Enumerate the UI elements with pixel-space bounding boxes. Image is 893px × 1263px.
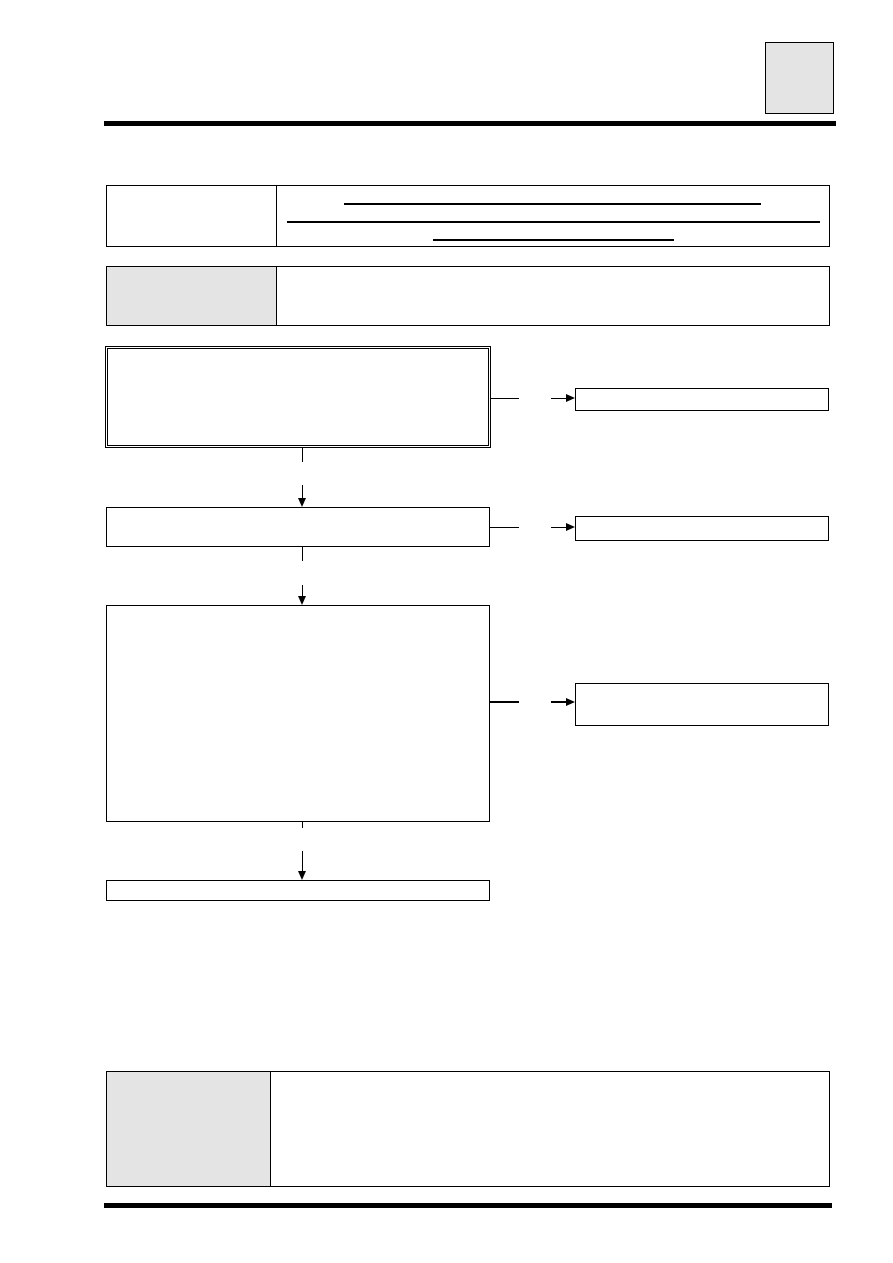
flow-step-1-arrow-right xyxy=(566,394,575,402)
flow-step-2-arrow-shaft xyxy=(551,527,567,528)
notes-text xyxy=(277,267,829,325)
flow-connector-1-bottom xyxy=(302,485,303,500)
symptom-text-line-3 xyxy=(433,225,674,238)
section-tab-box xyxy=(765,42,834,114)
symptom-text-line-2 xyxy=(287,207,820,220)
flow-step-3-box xyxy=(106,605,490,822)
flow-step-2-text xyxy=(107,508,489,516)
symptom-underline-2 xyxy=(287,221,820,223)
flow-connector-3-top xyxy=(302,822,303,828)
symptom-text-line-1 xyxy=(344,189,761,202)
symptom-label xyxy=(107,186,275,246)
flow-final-text xyxy=(107,881,489,887)
flow-step-3-branch-line xyxy=(490,701,519,703)
symptom-row xyxy=(106,185,830,247)
flow-step-2-arrow-right xyxy=(566,523,575,531)
top-rule xyxy=(104,121,836,126)
flow-connector-2-arrow xyxy=(298,596,306,605)
bottom-panel-divider xyxy=(270,1071,271,1187)
flow-final-box xyxy=(106,880,490,901)
flow-connector-1-arrow xyxy=(298,498,306,507)
bottom-panel-label xyxy=(107,1072,270,1186)
section-tab-label xyxy=(766,43,778,63)
notes-label xyxy=(107,267,276,325)
flow-step-1-result xyxy=(576,389,828,395)
notes-divider xyxy=(276,266,277,326)
flow-step-3-arrow-shaft xyxy=(551,701,567,703)
flow-step-2-branch-line xyxy=(490,527,519,528)
flow-step-1-branch-line xyxy=(491,398,519,399)
flow-step-3-arrow-right xyxy=(566,698,575,706)
flow-step-2-result-box xyxy=(575,516,829,541)
flow-connector-2-top xyxy=(302,547,303,561)
symptom-divider xyxy=(276,185,277,247)
flow-step-2-result xyxy=(576,517,828,525)
bottom-rule xyxy=(104,1203,832,1208)
flow-connector-3-bottom xyxy=(302,851,303,873)
flow-step-3-result xyxy=(576,684,828,692)
bottom-panel-label-cell xyxy=(107,1072,270,1186)
symptom-underline-3 xyxy=(433,239,674,241)
flow-step-3-text xyxy=(107,606,489,614)
flow-step-2-box xyxy=(106,507,490,547)
flow-connector-3-arrow xyxy=(298,871,306,880)
flow-step-1-text xyxy=(108,349,488,357)
page-header-title xyxy=(106,90,746,114)
flow-connector-1-top xyxy=(302,448,303,462)
symptom-underline-1 xyxy=(344,203,761,205)
flow-connector-2-bottom xyxy=(302,585,303,598)
bottom-panel-text xyxy=(271,1072,829,1186)
flow-step-1-arrow-shaft xyxy=(551,398,567,399)
flow-step-3-result-box xyxy=(575,683,829,726)
flow-step-1-result-box xyxy=(575,388,829,411)
notes-label-cell xyxy=(107,267,276,325)
flow-step-1-box xyxy=(105,346,491,448)
